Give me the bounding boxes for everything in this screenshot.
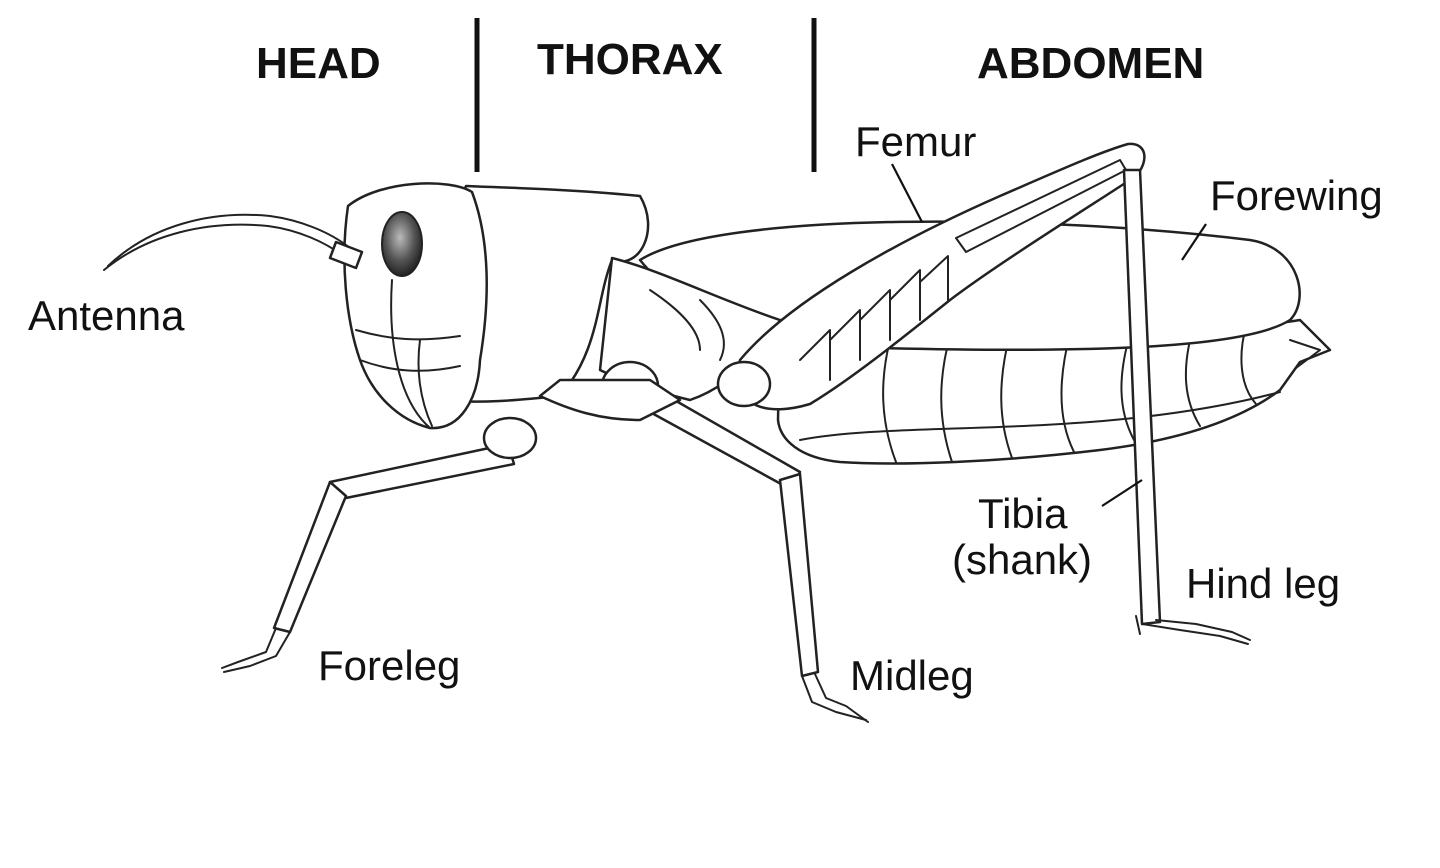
region-label-head: HEAD [256, 39, 381, 88]
label-midleg: Midleg [850, 652, 974, 699]
label-foreleg: Foreleg [318, 642, 460, 689]
label-femur: Femur [855, 118, 976, 165]
label-tibia: Tibia [978, 490, 1068, 537]
tibia-leader-line [1101, 479, 1143, 507]
region-label-abdomen: ABDOMEN [977, 39, 1204, 88]
foreleg-shape [221, 416, 538, 673]
forewing-leader-line [1181, 223, 1207, 261]
midleg-shape [626, 376, 869, 723]
label-forewing: Forewing [1210, 172, 1383, 219]
label-antenna: Antenna [28, 292, 185, 339]
antenna-shape [103, 213, 364, 271]
hind-tibia-shape [1122, 168, 1251, 645]
label-tibia-shank: (shank) [952, 536, 1092, 583]
grasshopper [103, 142, 1332, 723]
region-label-thorax: THORAX [537, 35, 723, 84]
label-hind-leg: Hind leg [1186, 560, 1340, 607]
hind-femur-shape [716, 142, 1146, 411]
femur-leader-line [891, 163, 923, 223]
eye-icon [381, 211, 423, 277]
head-shape [343, 182, 488, 430]
